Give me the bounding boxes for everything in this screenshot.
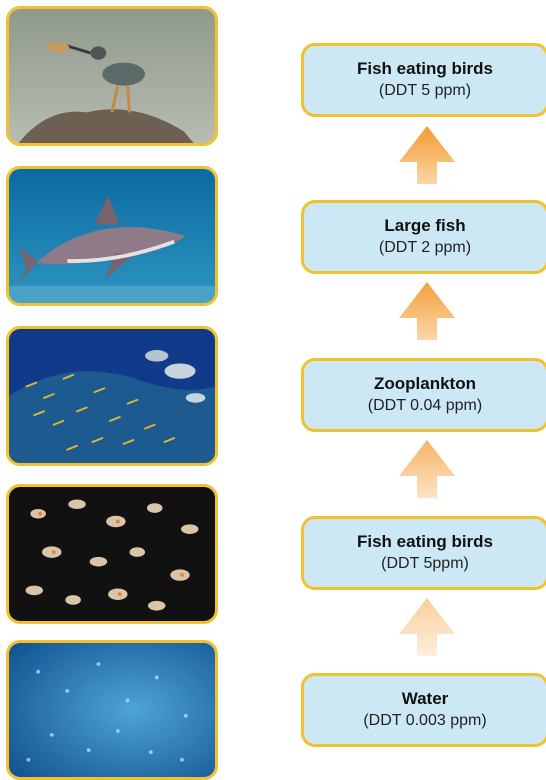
level-name: Large fish <box>384 215 465 237</box>
water-photo <box>6 640 218 780</box>
heron-photo <box>6 6 218 146</box>
level-ddt-value: (DDT 5ppm) <box>381 553 469 575</box>
level-ddt-value: (DDT 2 ppm) <box>379 237 471 259</box>
level-box-water: Water (DDT 0.003 ppm) <box>301 673 546 747</box>
level-ddt-value: (DDT 0.04 ppm) <box>368 395 482 417</box>
level-name: Fish eating birds <box>357 58 493 80</box>
up-arrow-icon <box>397 440 457 498</box>
level-box-large-fish: Large fish (DDT 2 ppm) <box>301 200 546 274</box>
level-box-zooplankton: Zooplankton (DDT 0.04 ppm) <box>301 358 546 432</box>
shark-photo <box>6 166 218 306</box>
up-arrow-icon <box>397 598 457 656</box>
plankton-photo <box>6 484 218 624</box>
fish-school-photo <box>6 326 218 466</box>
level-ddt-value: (DDT 0.003 ppm) <box>363 710 486 732</box>
level-name: Fish eating birds <box>357 531 493 553</box>
level-box-fish-eating-birds-lower: Fish eating birds (DDT 5ppm) <box>301 516 546 590</box>
level-name: Water <box>402 688 449 710</box>
up-arrow-icon <box>397 126 457 184</box>
level-name: Zooplankton <box>374 373 476 395</box>
up-arrow-icon <box>397 282 457 340</box>
level-ddt-value: (DDT 5 ppm) <box>379 80 471 102</box>
level-box-fish-eating-birds-top: Fish eating birds (DDT 5 ppm) <box>301 43 546 117</box>
